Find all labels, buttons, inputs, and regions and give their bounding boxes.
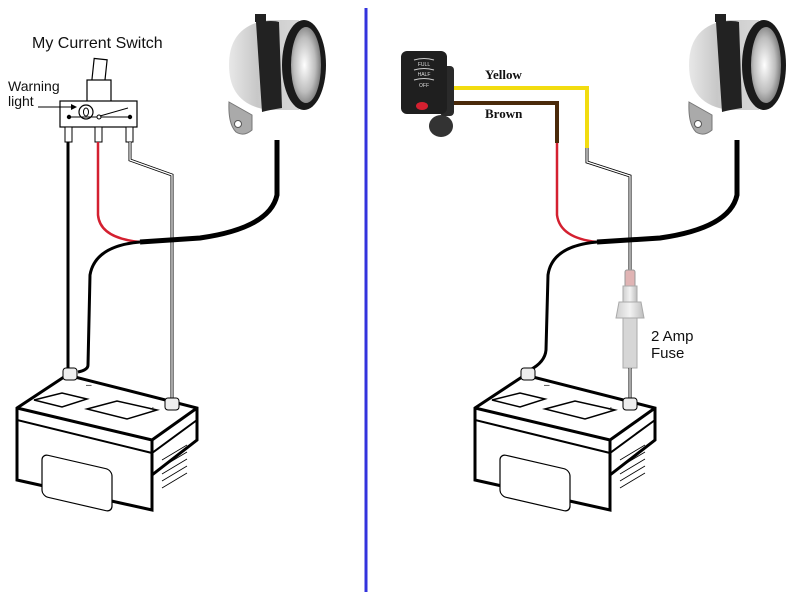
black-wire-lamp	[139, 140, 280, 245]
red-wire-switch	[96, 142, 141, 244]
positive-terminal-label: +	[608, 405, 614, 416]
warning-label-line1: Warning	[8, 78, 60, 94]
toggle-switch	[59, 57, 138, 143]
positive-terminal-label: +	[150, 405, 156, 416]
white-wire-to-fuse	[585, 148, 632, 272]
brown-wire	[454, 101, 559, 143]
yellow-wire-label: Yellow	[485, 67, 522, 82]
brown-wire-label: Brown	[485, 106, 523, 121]
black-wire-to-negative-right	[529, 240, 598, 372]
headlight-icon	[688, 14, 786, 135]
warning-arrow-icon	[38, 104, 77, 110]
warning-label-line2: light	[8, 93, 34, 109]
headlight-icon	[228, 14, 326, 135]
handlebar-switch-icon: FULL HALF OFF	[401, 51, 454, 137]
svg-text:OFF: OFF	[419, 83, 429, 89]
left-panel: My Current Switch Warning light	[8, 14, 326, 512]
svg-text:HALF: HALF	[418, 72, 431, 78]
warning-light-icon	[78, 104, 94, 120]
red-wire-right	[555, 143, 598, 244]
battery-icon	[473, 367, 657, 512]
negative-terminal-label: –	[544, 380, 550, 391]
negative-terminal-label: –	[86, 380, 92, 391]
red-button-icon	[416, 102, 428, 110]
white-wire-switch-to-positive	[128, 142, 174, 398]
black-wire-lamp-right	[596, 140, 740, 245]
svg-text:FULL: FULL	[418, 62, 430, 68]
battery-icon	[15, 367, 199, 512]
black-wire-lamp-to-negative	[77, 240, 141, 374]
switch-title: My Current Switch	[32, 35, 163, 52]
yellow-wire	[454, 86, 589, 148]
switch-markings: FULL HALF OFF	[413, 58, 435, 89]
fuse-label-line1: 2 Amp	[651, 328, 694, 345]
fuse-label-line2: Fuse	[651, 345, 684, 362]
right-panel: FULL HALF OFF Yellow Brown	[401, 14, 786, 512]
inline-fuse-icon	[615, 269, 645, 400]
